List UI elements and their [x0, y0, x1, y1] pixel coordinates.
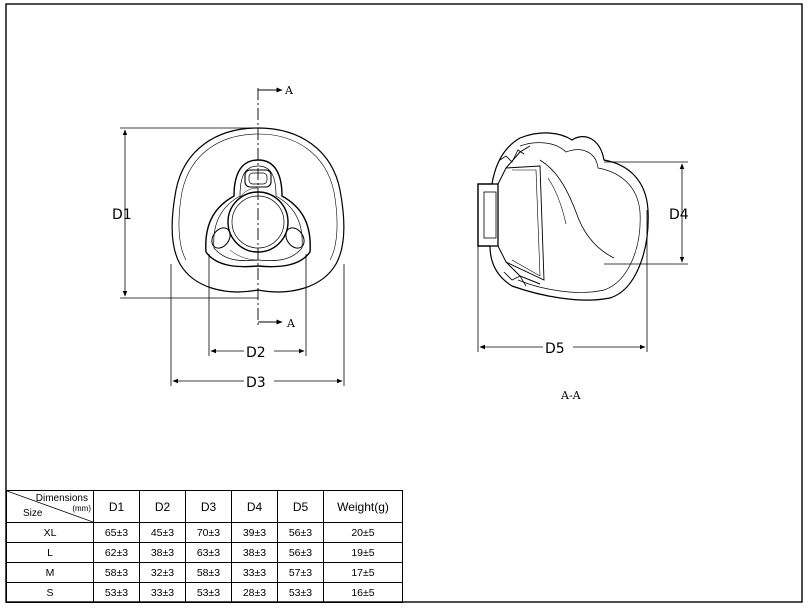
value-cell: 62±3 [93, 542, 140, 563]
col-header-d3: D3 [185, 490, 232, 523]
value-cell: 45±3 [139, 522, 186, 543]
d3-label: D3 [246, 375, 266, 391]
value-cell: 33±3 [139, 582, 186, 603]
value-cell: 39±3 [231, 522, 278, 543]
value-cell: 56±3 [277, 522, 324, 543]
col-header-d5: D5 [277, 490, 324, 523]
front-inner-outline [257, 133, 338, 261]
section-connector [477, 183, 499, 247]
value-cell: 63±3 [185, 542, 232, 563]
table-row: M 58±3 32±3 58±3 33±3 57±3 17±5 [6, 562, 403, 583]
value-cell: 53±3 [185, 582, 232, 603]
d2-label: D2 [246, 345, 266, 361]
table-row: S 53±3 33±3 53±3 28±3 53±3 16±5 [6, 582, 403, 603]
corner-size-label: Size [23, 508, 43, 519]
section-marker-top: A [284, 84, 294, 97]
value-cell: 32±3 [139, 562, 186, 583]
value-cell: 17±5 [323, 562, 403, 583]
value-cell: 28±3 [231, 582, 278, 603]
corner-diagonal [7, 491, 93, 522]
table-row: L 62±3 38±3 63±3 38±3 56±3 19±5 [6, 542, 403, 563]
value-cell: 58±3 [93, 562, 140, 583]
value-cell: 33±3 [231, 562, 278, 583]
table-header-row: Dimensions (mm) Size D1 D2 D3 D4 D5 Weig… [6, 490, 403, 523]
value-cell: 38±3 [139, 542, 186, 563]
d4-dimension [604, 161, 688, 265]
sheet-border [5, 3, 803, 603]
d5-dimension [477, 210, 648, 352]
value-cell: 53±3 [93, 582, 140, 603]
size-cell: M [6, 562, 94, 583]
section-view [477, 132, 649, 301]
corner-unit-label: (mm) [72, 504, 91, 513]
value-cell: 53±3 [277, 582, 324, 603]
table-corner-cell: Dimensions (mm) Size [6, 490, 94, 523]
value-cell: 65±3 [93, 522, 140, 543]
front-right-tab [285, 227, 305, 249]
value-cell: 56±3 [277, 542, 324, 563]
size-cell: S [6, 582, 94, 603]
value-cell: 38±3 [231, 542, 278, 563]
size-cell: XL [6, 522, 94, 543]
col-header-weight: Weight(g) [323, 490, 403, 523]
col-header-d2: D2 [139, 490, 186, 523]
value-cell: 20±5 [323, 522, 403, 543]
d2-dimension [208, 254, 307, 356]
d5-label: D5 [545, 341, 565, 357]
section-marker-bottom: A [286, 317, 296, 330]
section-title: A-A [560, 389, 582, 402]
dimensions-table: Dimensions (mm) Size D1 D2 D3 D4 D5 Weig… [6, 490, 403, 603]
section-line [257, 87, 283, 325]
value-cell: 16±5 [323, 582, 403, 603]
d1-dimension [120, 127, 258, 299]
d1-label: D1 [112, 207, 132, 223]
value-cell: 57±3 [277, 562, 324, 583]
value-cell: 19±5 [323, 542, 403, 563]
value-cell: 58±3 [185, 562, 232, 583]
d4-label: D4 [669, 207, 689, 223]
table-row: XL 65±3 45±3 70±3 39±3 56±3 20±5 [6, 522, 403, 543]
size-cell: L [6, 542, 94, 563]
col-header-d4: D4 [231, 490, 278, 523]
col-header-d1: D1 [93, 490, 140, 523]
front-left-tab [211, 227, 231, 249]
corner-dimensions-label: Dimensions [35, 493, 88, 504]
front-inner-opening [205, 159, 311, 268]
value-cell: 70±3 [185, 522, 232, 543]
